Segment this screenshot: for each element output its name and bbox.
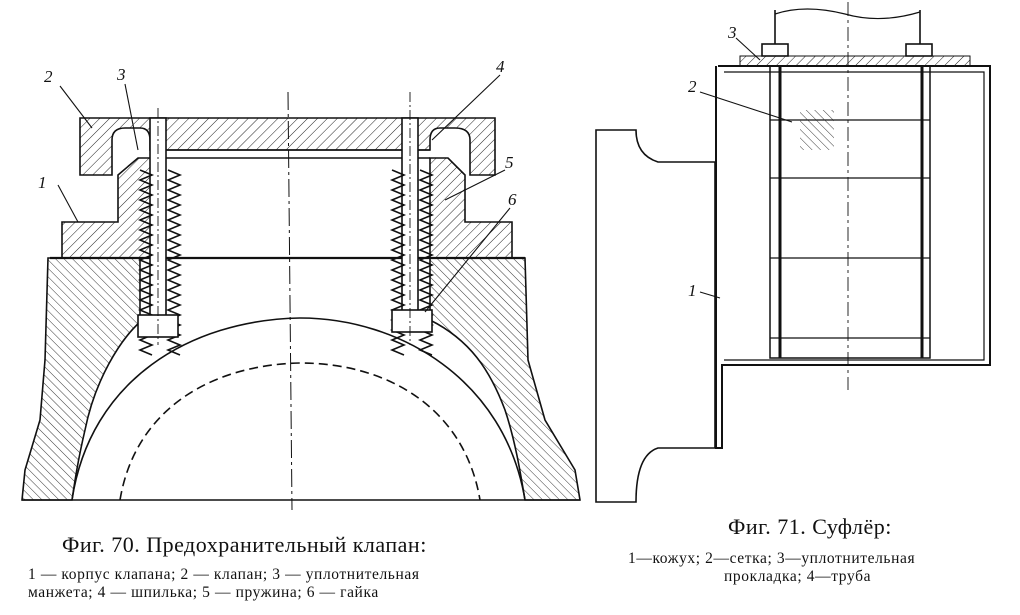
fig70-label-6: 6 — [508, 190, 517, 209]
casing-inner — [724, 71, 985, 361]
fig71-label-2: 2 — [688, 77, 697, 96]
fig70-label-5: 5 — [505, 153, 514, 172]
crank-arch-outer — [71, 317, 526, 501]
pipe — [774, 10, 921, 48]
fig70-caption: Фиг. 70. Предохранительный клапан: — [62, 532, 427, 557]
leader-1 — [57, 184, 79, 223]
mounting-wall — [595, 129, 716, 503]
nut-top-right — [905, 43, 933, 57]
fig70-label-3: 3 — [116, 65, 126, 84]
mesh-pattern — [800, 110, 834, 150]
casing — [715, 65, 991, 449]
fig71-legend: 1—кожух; 2—сетка; 3—уплотнительная прокл… — [628, 550, 915, 586]
fig70-label-2: 2 — [44, 67, 53, 86]
leader-5 — [444, 169, 506, 201]
leader-2 — [59, 85, 93, 129]
crankcase-wall-right — [429, 257, 581, 501]
fig71-legend-line-1: 1—кожух; 2—сетка; 3—уплотнительная — [628, 550, 916, 567]
fig71-leader-1 — [699, 291, 721, 299]
crank-arch-inner — [119, 362, 481, 501]
fig71-caption: Фиг. 71. Суфлёр: — [728, 514, 892, 539]
center-line — [287, 91, 293, 511]
mesh — [769, 65, 931, 359]
fig71-label-1: 1 — [688, 281, 697, 300]
nut-right — [391, 309, 433, 333]
leader-3 — [124, 83, 139, 151]
figure-70-safety-valve-drawing — [21, 74, 581, 511]
fig71-leader-2 — [699, 91, 793, 123]
fig70-label-4: 4 — [496, 57, 505, 76]
fig71-label-3: 3 — [727, 23, 737, 42]
figure-71-breather-drawing — [595, 2, 991, 503]
nut-top-left — [761, 43, 789, 57]
mesh-rings — [770, 119, 930, 339]
fig71-leader-3 — [735, 37, 761, 61]
leader-4 — [431, 74, 501, 141]
pipe-break — [774, 8, 921, 20]
fig70-legend-line-2: манжета; 4 — шпилька; 5 — пружина; 6 — г… — [28, 584, 379, 601]
leader-6 — [424, 207, 511, 313]
fig71-legend-line-2: прокладка; 4—труба — [724, 568, 872, 585]
gasket — [739, 55, 971, 67]
fig70-label-1: 1 — [38, 173, 47, 192]
fig70-legend-line-1: 1 — корпус клапана; 2 — клапан; 3 — упло… — [28, 566, 420, 583]
fig70-legend: 1 — корпус клапана; 2 — клапан; 3 — упло… — [28, 566, 420, 602]
